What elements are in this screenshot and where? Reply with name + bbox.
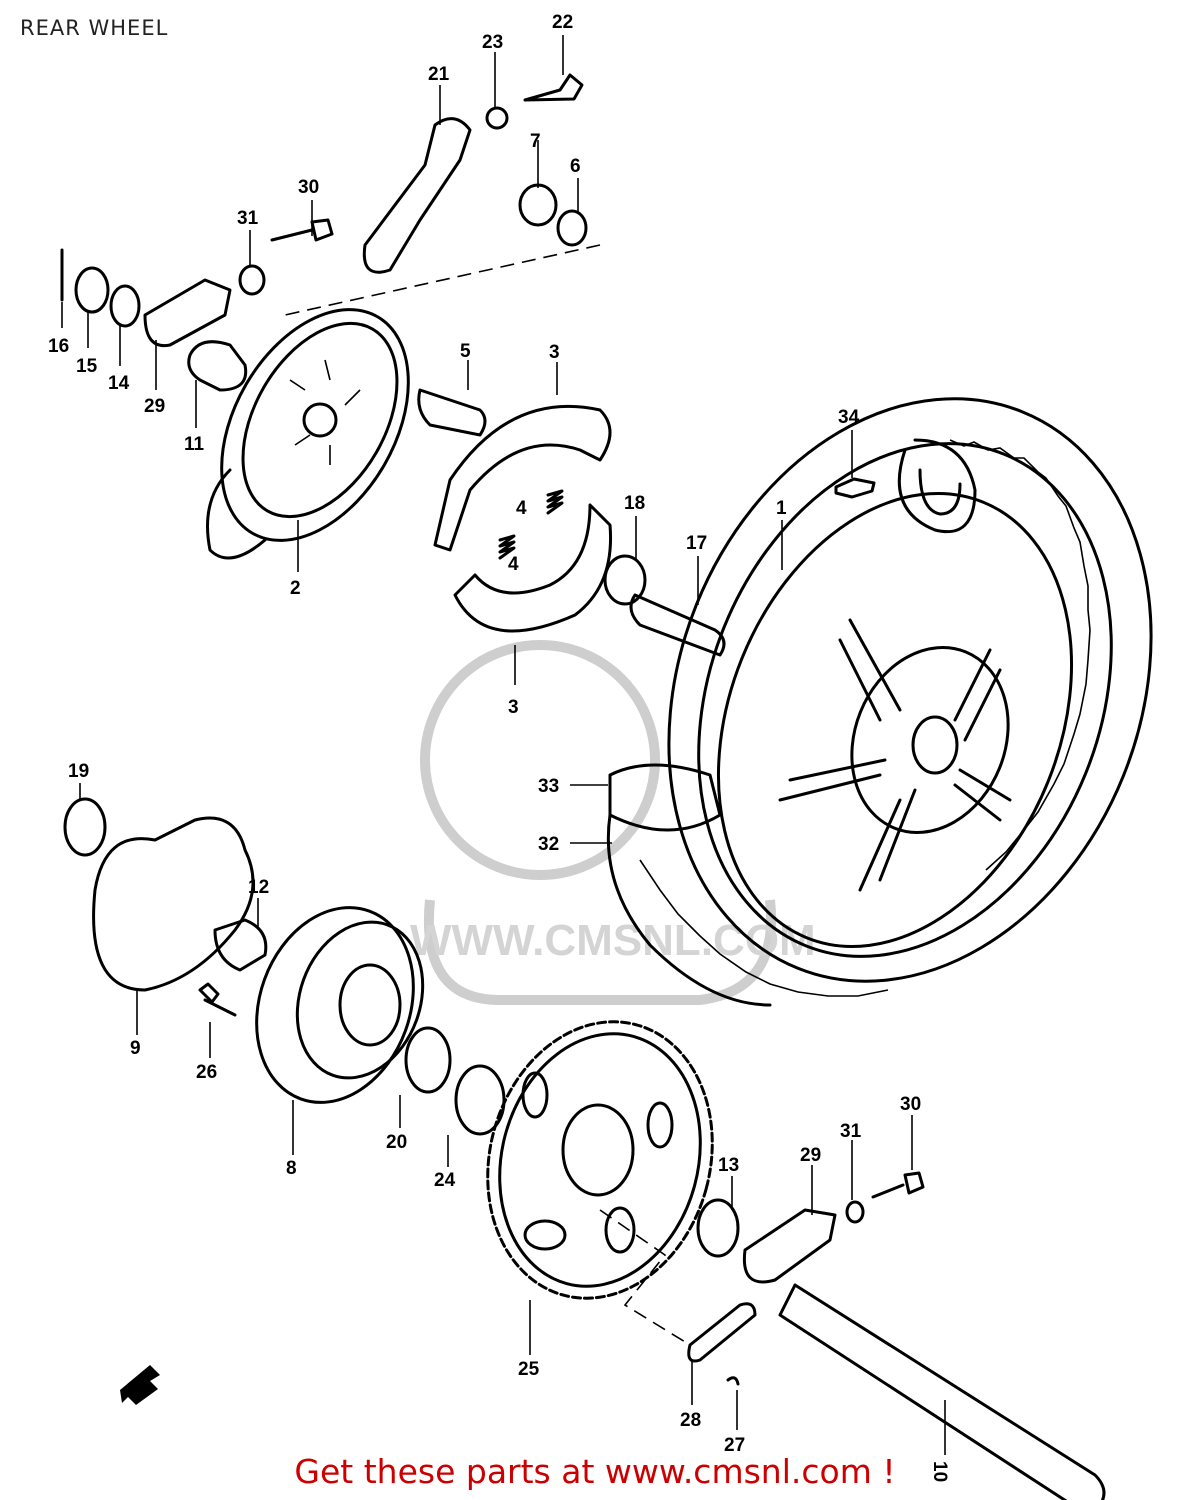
nut-31-upper xyxy=(238,264,266,296)
leader-dash-upper xyxy=(284,244,601,316)
cotter-27 xyxy=(726,1376,740,1386)
seal-6 xyxy=(556,209,588,247)
part-label: 12 xyxy=(248,877,269,898)
part-label: 4 xyxy=(516,498,527,519)
part-label: 19 xyxy=(68,761,89,782)
front-arrow-icon xyxy=(120,1365,160,1405)
part-label: 29 xyxy=(144,396,165,417)
sprocket-drum-8 xyxy=(255,906,425,1104)
part-label: 14 xyxy=(108,373,130,394)
footer-promo-link[interactable]: Get these parts at www.cmsnl.com ! xyxy=(294,1452,896,1491)
part-label: 3 xyxy=(549,342,560,363)
cush-damper-9 xyxy=(92,816,255,992)
part-label: 29 xyxy=(800,1145,821,1166)
rear-sprocket-25 xyxy=(486,1020,714,1300)
part-label: 31 xyxy=(237,208,259,229)
washer-7 xyxy=(518,183,558,227)
watermark-text: WWW.CMSNL.COM xyxy=(410,916,816,965)
part-label: 2 xyxy=(290,578,301,599)
tire-section xyxy=(606,763,772,1007)
part-label: 10 xyxy=(929,1461,950,1482)
part-label: 20 xyxy=(386,1132,407,1153)
bearing-20 xyxy=(404,1026,452,1094)
part-label: 9 xyxy=(130,1038,141,1059)
part-label: 21 xyxy=(428,64,450,85)
part-label: 27 xyxy=(724,1435,745,1456)
leader-lines xyxy=(61,35,946,1455)
part-label: 15 xyxy=(76,356,98,377)
part-label: 24 xyxy=(434,1170,456,1191)
brake-cam xyxy=(417,388,487,437)
part-label: 3 xyxy=(508,697,519,718)
brake-panel xyxy=(206,308,410,560)
part-label: 26 xyxy=(196,1062,217,1083)
bolt-26 xyxy=(198,982,237,1017)
spacer-12 xyxy=(213,918,268,972)
part-label: 28 xyxy=(680,1410,701,1431)
spacer-11 xyxy=(187,340,248,392)
bolt-30-lower xyxy=(871,1171,925,1199)
nut-23 xyxy=(485,106,509,130)
part-label: 22 xyxy=(552,12,573,33)
part-label: 17 xyxy=(686,533,707,554)
diagram-title: REAR WHEEL xyxy=(20,16,169,40)
axle-10 xyxy=(778,1283,1106,1500)
cmsnl-watermark: WWW.CMSNL.COM xyxy=(410,640,816,1005)
balance-weight xyxy=(834,477,876,499)
nut-15 xyxy=(74,266,110,314)
part-label: 1 xyxy=(776,498,787,519)
part-labels: 22 23 21 7 6 30 31 16 15 14 29 11 2 5 3 … xyxy=(48,12,950,1482)
spacer-13 xyxy=(696,1198,740,1258)
part-label: 34 xyxy=(838,407,860,428)
part-label: 8 xyxy=(286,1158,297,1179)
bolt-30-upper xyxy=(270,218,334,242)
shoe-spring-lower xyxy=(498,534,516,560)
leader-dash-lower xyxy=(599,1209,691,1346)
brake-shoes xyxy=(433,404,613,633)
brake-lever-21 xyxy=(362,117,472,274)
part-label: 25 xyxy=(518,1359,540,1380)
torque-link-upper xyxy=(143,278,232,348)
bearing-18 xyxy=(603,554,647,606)
chain-adjuster-29 xyxy=(742,1208,837,1284)
bolt-22 xyxy=(523,73,584,102)
part-label: 31 xyxy=(840,1121,862,1142)
part-label: 7 xyxy=(530,131,541,152)
part-label: 23 xyxy=(482,32,503,53)
part-label: 5 xyxy=(460,341,471,362)
plate-28 xyxy=(687,1302,757,1363)
part-label: 13 xyxy=(718,1155,739,1176)
rear-wheel xyxy=(639,397,1153,997)
part-label: 30 xyxy=(298,177,319,198)
part-label: 30 xyxy=(900,1094,921,1115)
part-label: 32 xyxy=(538,834,559,855)
shoe-spring-upper xyxy=(546,489,564,515)
spacer-17 xyxy=(629,593,726,657)
part-label: 33 xyxy=(538,776,559,797)
part-label: 16 xyxy=(48,336,69,357)
part-label: 4 xyxy=(508,554,519,575)
nut-31-lower xyxy=(845,1200,865,1224)
part-label: 6 xyxy=(570,156,581,177)
washer-14 xyxy=(109,284,141,328)
part-label: 18 xyxy=(624,493,645,514)
part-label: 11 xyxy=(184,434,205,455)
bearing-19 xyxy=(63,797,107,857)
